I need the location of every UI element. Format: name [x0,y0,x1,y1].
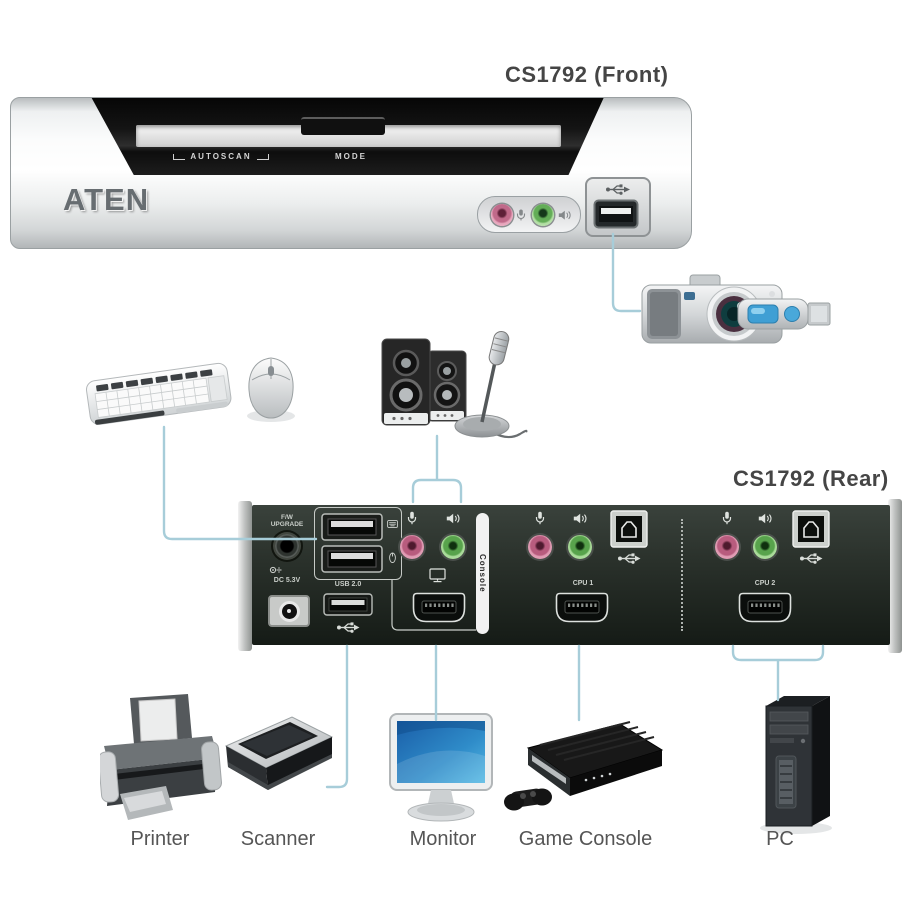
front-panel: AUTOSCAN MODE ATEN [10,97,692,249]
console-group-outline [391,579,476,631]
microphone-icon [516,209,526,221]
console-usb-ports-group [314,507,402,580]
usb-trident-icon [618,553,641,564]
rear-panel-right-edge [888,499,902,653]
monitor-icon [429,568,446,583]
console-label-text: Console [478,554,487,593]
cpu2-usb-b-port [792,510,830,548]
printer-label: Printer [130,828,190,850]
microphone-icon [407,511,417,525]
console-video-port [412,592,466,623]
mouse-image [247,357,295,422]
speakers-image [381,338,467,426]
usb-trident-icon [800,553,823,564]
pc-label: PC [766,828,794,850]
mouse-icon [389,552,396,563]
front-speaker-jack [532,204,554,226]
cpu1-video-port [555,592,609,623]
autoscan-label-group: AUTOSCAN [161,152,281,161]
console-speaker-jack [441,535,465,559]
dc-power-jack [268,595,310,627]
section-divider [681,519,683,631]
console-mic-jack [400,535,424,559]
power-icon [269,566,282,574]
usb-trident-icon [606,184,630,195]
scanner-image [224,716,334,790]
dc-power-label: DC 5.3V [273,577,301,584]
speaker-icon [446,513,460,524]
keyboard-icon [387,520,398,528]
front-tray: AUTOSCAN MODE [91,98,604,175]
front-panel-title: CS1792 (Front) [505,62,669,87]
keyboard-image [86,362,232,425]
microphone-image [454,330,528,439]
console-strip-label: Console [476,513,489,634]
scanner-label: Scanner [240,828,316,850]
speaker-icon [758,513,772,524]
console-mouse-usb-port [321,545,383,573]
front-mic-jack [491,204,513,226]
cpu1-label: CPU 1 [572,580,594,587]
fw-upgrade-button [275,534,299,558]
gamepad [504,788,552,811]
cpu1-usb-b-port [610,510,648,548]
cpu2-mic-jack [715,535,739,559]
front-tray-latch [301,117,385,135]
speaker-icon [573,513,587,524]
line-speakers-to-audio-jacks [411,434,463,504]
microphone-icon [535,511,545,525]
cpu2-speaker-jack [753,535,777,559]
pc-image [760,696,832,834]
rear-panel-title: CS1792 (Rear) [733,466,889,491]
monitor-label: Monitor [409,828,477,850]
front-usb-port [593,199,639,229]
game-console-label: Game Console [518,828,653,850]
aten-logo: ATEN [63,182,150,217]
autoscan-label: AUTOSCAN [190,152,252,161]
mode-button-label: MODE [335,152,367,161]
cpu1-speaker-jack [568,535,592,559]
usb-trident-icon [337,622,360,633]
autoscan-left-tick [173,153,186,160]
usb2-port [323,593,373,616]
rear-panel-left-edge [238,501,252,651]
monitor-image [389,713,493,822]
front-audio-jacks [477,196,581,233]
front-tray-slot [136,125,561,147]
game-console-image [504,721,664,811]
printer-image [100,694,222,820]
rear-panel: F/W UPGRADE [252,505,890,645]
speaker-icon [558,210,571,220]
fw-upgrade-label: F/W UPGRADE [270,514,304,529]
usb-drive-image [737,298,831,330]
front-usb-port-group [585,177,651,237]
cpu1-mic-jack [528,535,552,559]
console-keyboard-usb-port [321,513,383,541]
microphone-icon [722,511,732,525]
dc-jack-ring [278,600,300,622]
cpu2-label: CPU 2 [754,580,776,587]
cpu2-video-port [738,592,792,623]
autoscan-right-tick [256,153,269,160]
mode-label-group: MODE [311,152,391,161]
dc-jack-pin [287,609,291,613]
usb2-label: USB 2.0 [334,581,362,588]
